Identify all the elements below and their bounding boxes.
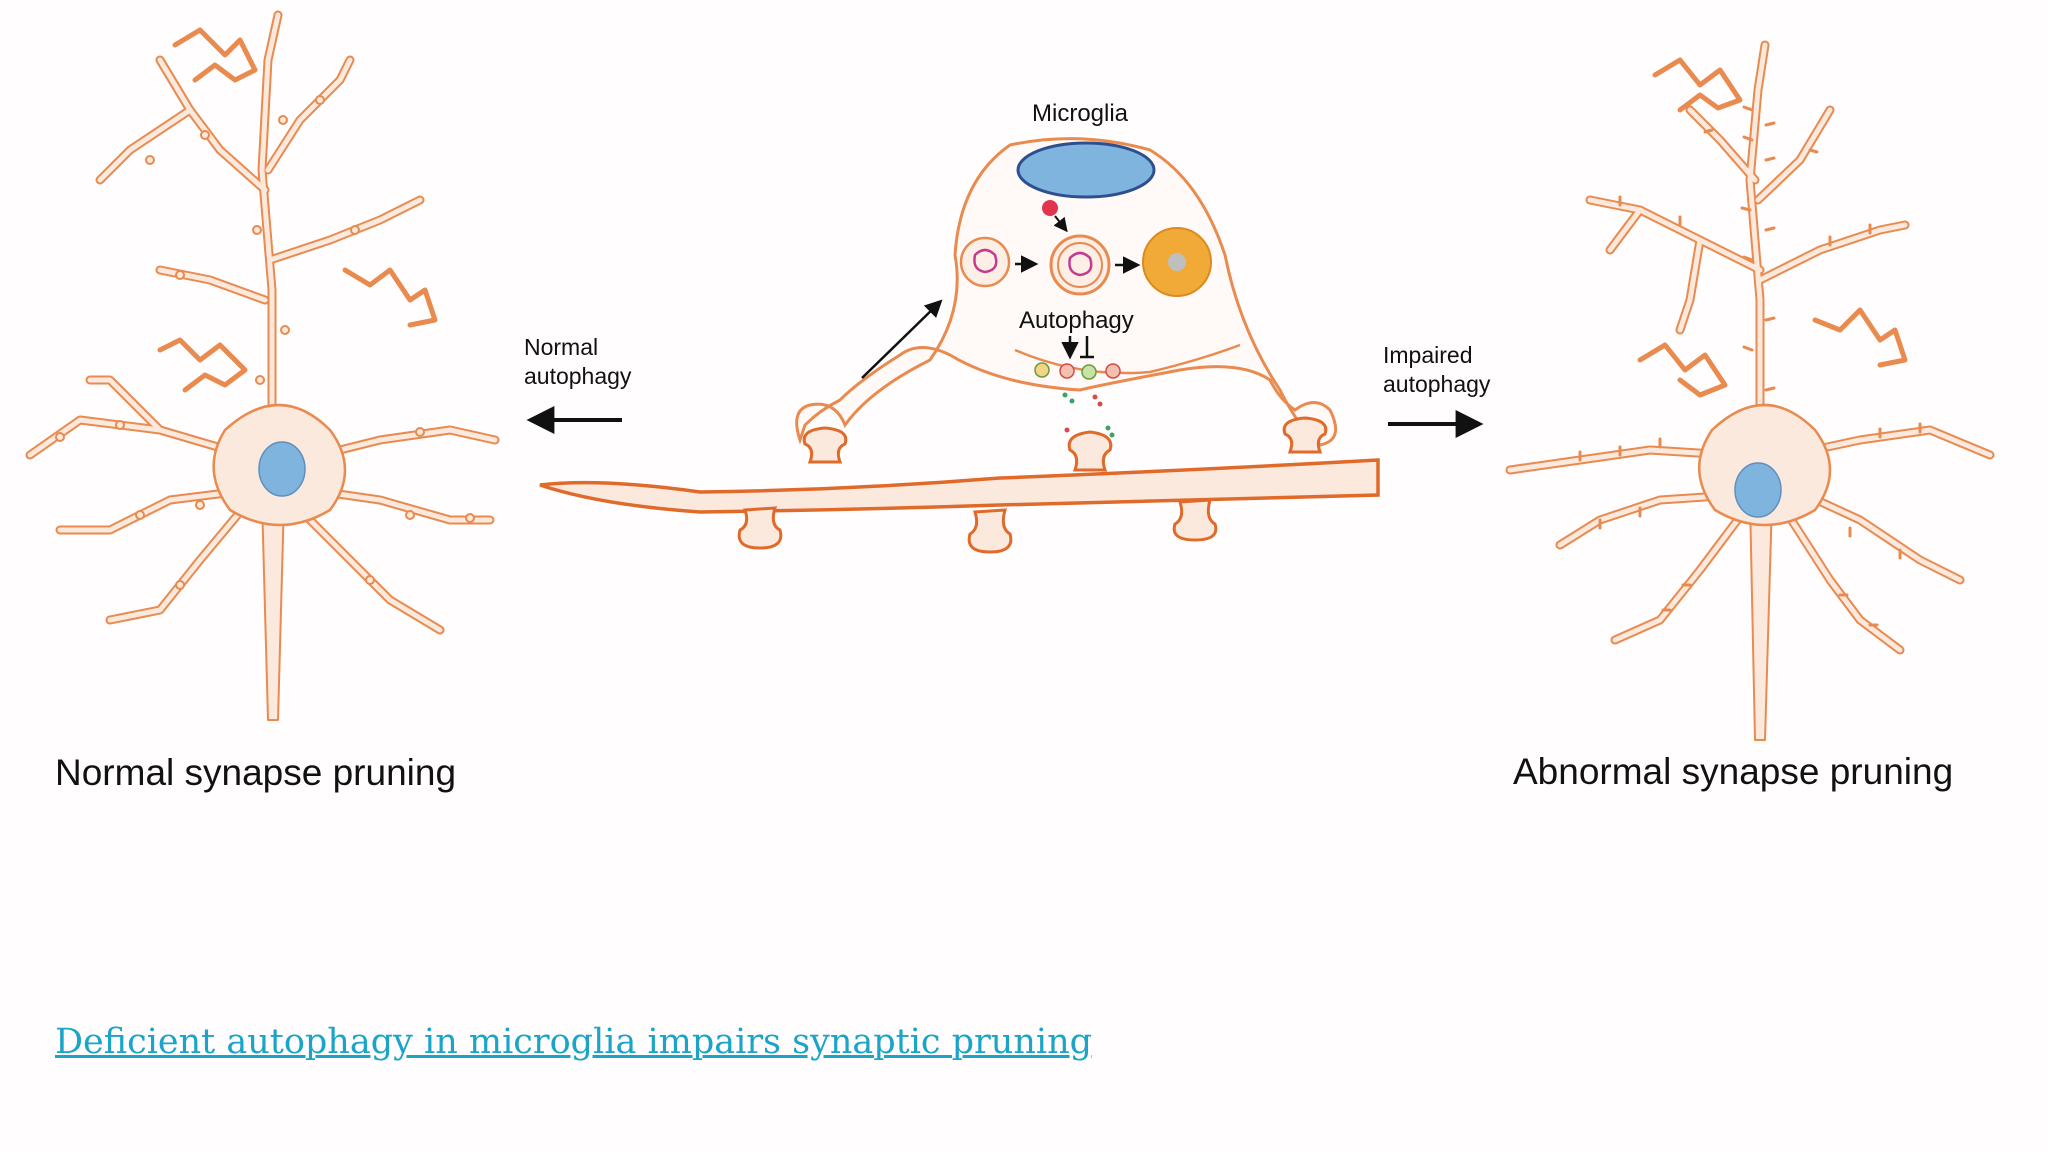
- phagophore: [959, 236, 1011, 288]
- normal-autophagy-label: Normal autophagy: [524, 333, 631, 391]
- normal-neuron: [25, 10, 500, 721]
- impaired-autophagy-line1: Impaired: [1383, 342, 1473, 368]
- abnormal-neuron-nucleus: [1734, 462, 1782, 518]
- abnormal-neuron: [1505, 40, 1995, 741]
- impaired-autophagy-label: Impaired autophagy: [1383, 341, 1490, 399]
- microglia-cell: [795, 137, 1338, 472]
- autophagy-label: Autophagy: [1019, 307, 1134, 334]
- axon: [539, 458, 1380, 554]
- microglia-nucleus: [1016, 141, 1156, 199]
- signal-dot: [1042, 200, 1058, 216]
- normal-pruning-caption: Normal synapse pruning: [55, 752, 457, 793]
- synaptic-pruning-diagram: [25, 10, 1995, 741]
- autophagosome: [1049, 234, 1111, 296]
- normal-autophagy-line2: autophagy: [524, 363, 632, 389]
- impaired-autophagy-line2: autophagy: [1383, 371, 1491, 397]
- article-link[interactable]: Deficient autophagy in microglia impairs…: [55, 1022, 1093, 1062]
- abnormal-pruning-caption: Abnormal synapse pruning: [1513, 751, 1954, 792]
- microglia-label: Microglia: [1032, 100, 1129, 127]
- normal-autophagy-line1: Normal: [524, 334, 599, 360]
- normal-neuron-nucleus: [258, 441, 306, 497]
